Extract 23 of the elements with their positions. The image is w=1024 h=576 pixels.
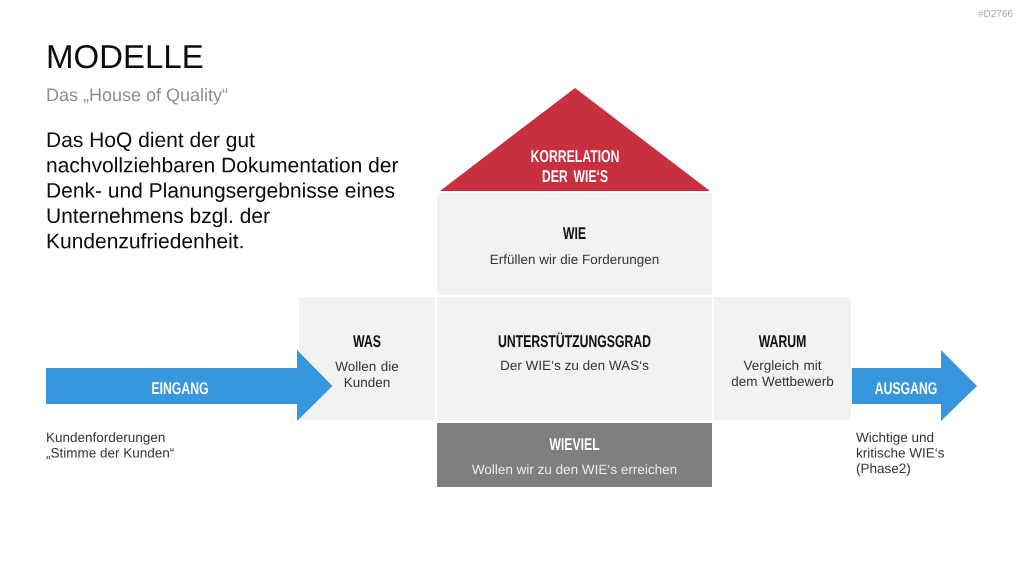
arrow-caption: Kundenforderungen „Stimme der Kunden“ xyxy=(46,432,174,460)
body-paragraph: Das HoQ dient der gut nachvollziehbaren Dokumentation der Denk- und Planungsergebnisse eines Unternehmens bzgl. der Kundenzufriedenheit. xyxy=(47,131,399,249)
cell-heading: WIE xyxy=(562,227,586,239)
cell-text: Erfüllen wir die Forderungen xyxy=(490,254,659,267)
slide-code: #D2766 xyxy=(978,10,1013,18)
roof-heading: KORRELATION DER WIE‘S xyxy=(531,150,619,183)
cell-heading: WARUM xyxy=(758,335,806,348)
cell-heading: UNTERSTÜTZUNGSGRAD xyxy=(498,332,651,348)
arrow-caption: Wichtige und kritische WIE‘s (Phase2) xyxy=(856,432,944,476)
grid-cell xyxy=(299,297,435,420)
cell-heading: WAS xyxy=(353,335,381,348)
arrow-label: EINGANG xyxy=(152,382,208,395)
slide-title: MODELLE xyxy=(48,44,203,69)
cell-text: Der WIE‘s zu den WAS‘s xyxy=(501,360,649,371)
arrow-label: AUSGANG xyxy=(875,382,937,395)
grid-cell xyxy=(437,423,712,487)
cell-text: Vergleich mit dem Wettbewerb xyxy=(731,360,834,387)
roof-triangle xyxy=(440,88,710,191)
cell-heading: WIEVIEL xyxy=(549,438,600,450)
cell-text: Wollen wir zu den WIE‘s erreichen xyxy=(471,464,677,475)
subtitle: Das „House of Quality“ xyxy=(47,87,228,105)
grid-cell xyxy=(714,297,851,420)
cell-text: Wollen die Kunden xyxy=(335,361,399,388)
